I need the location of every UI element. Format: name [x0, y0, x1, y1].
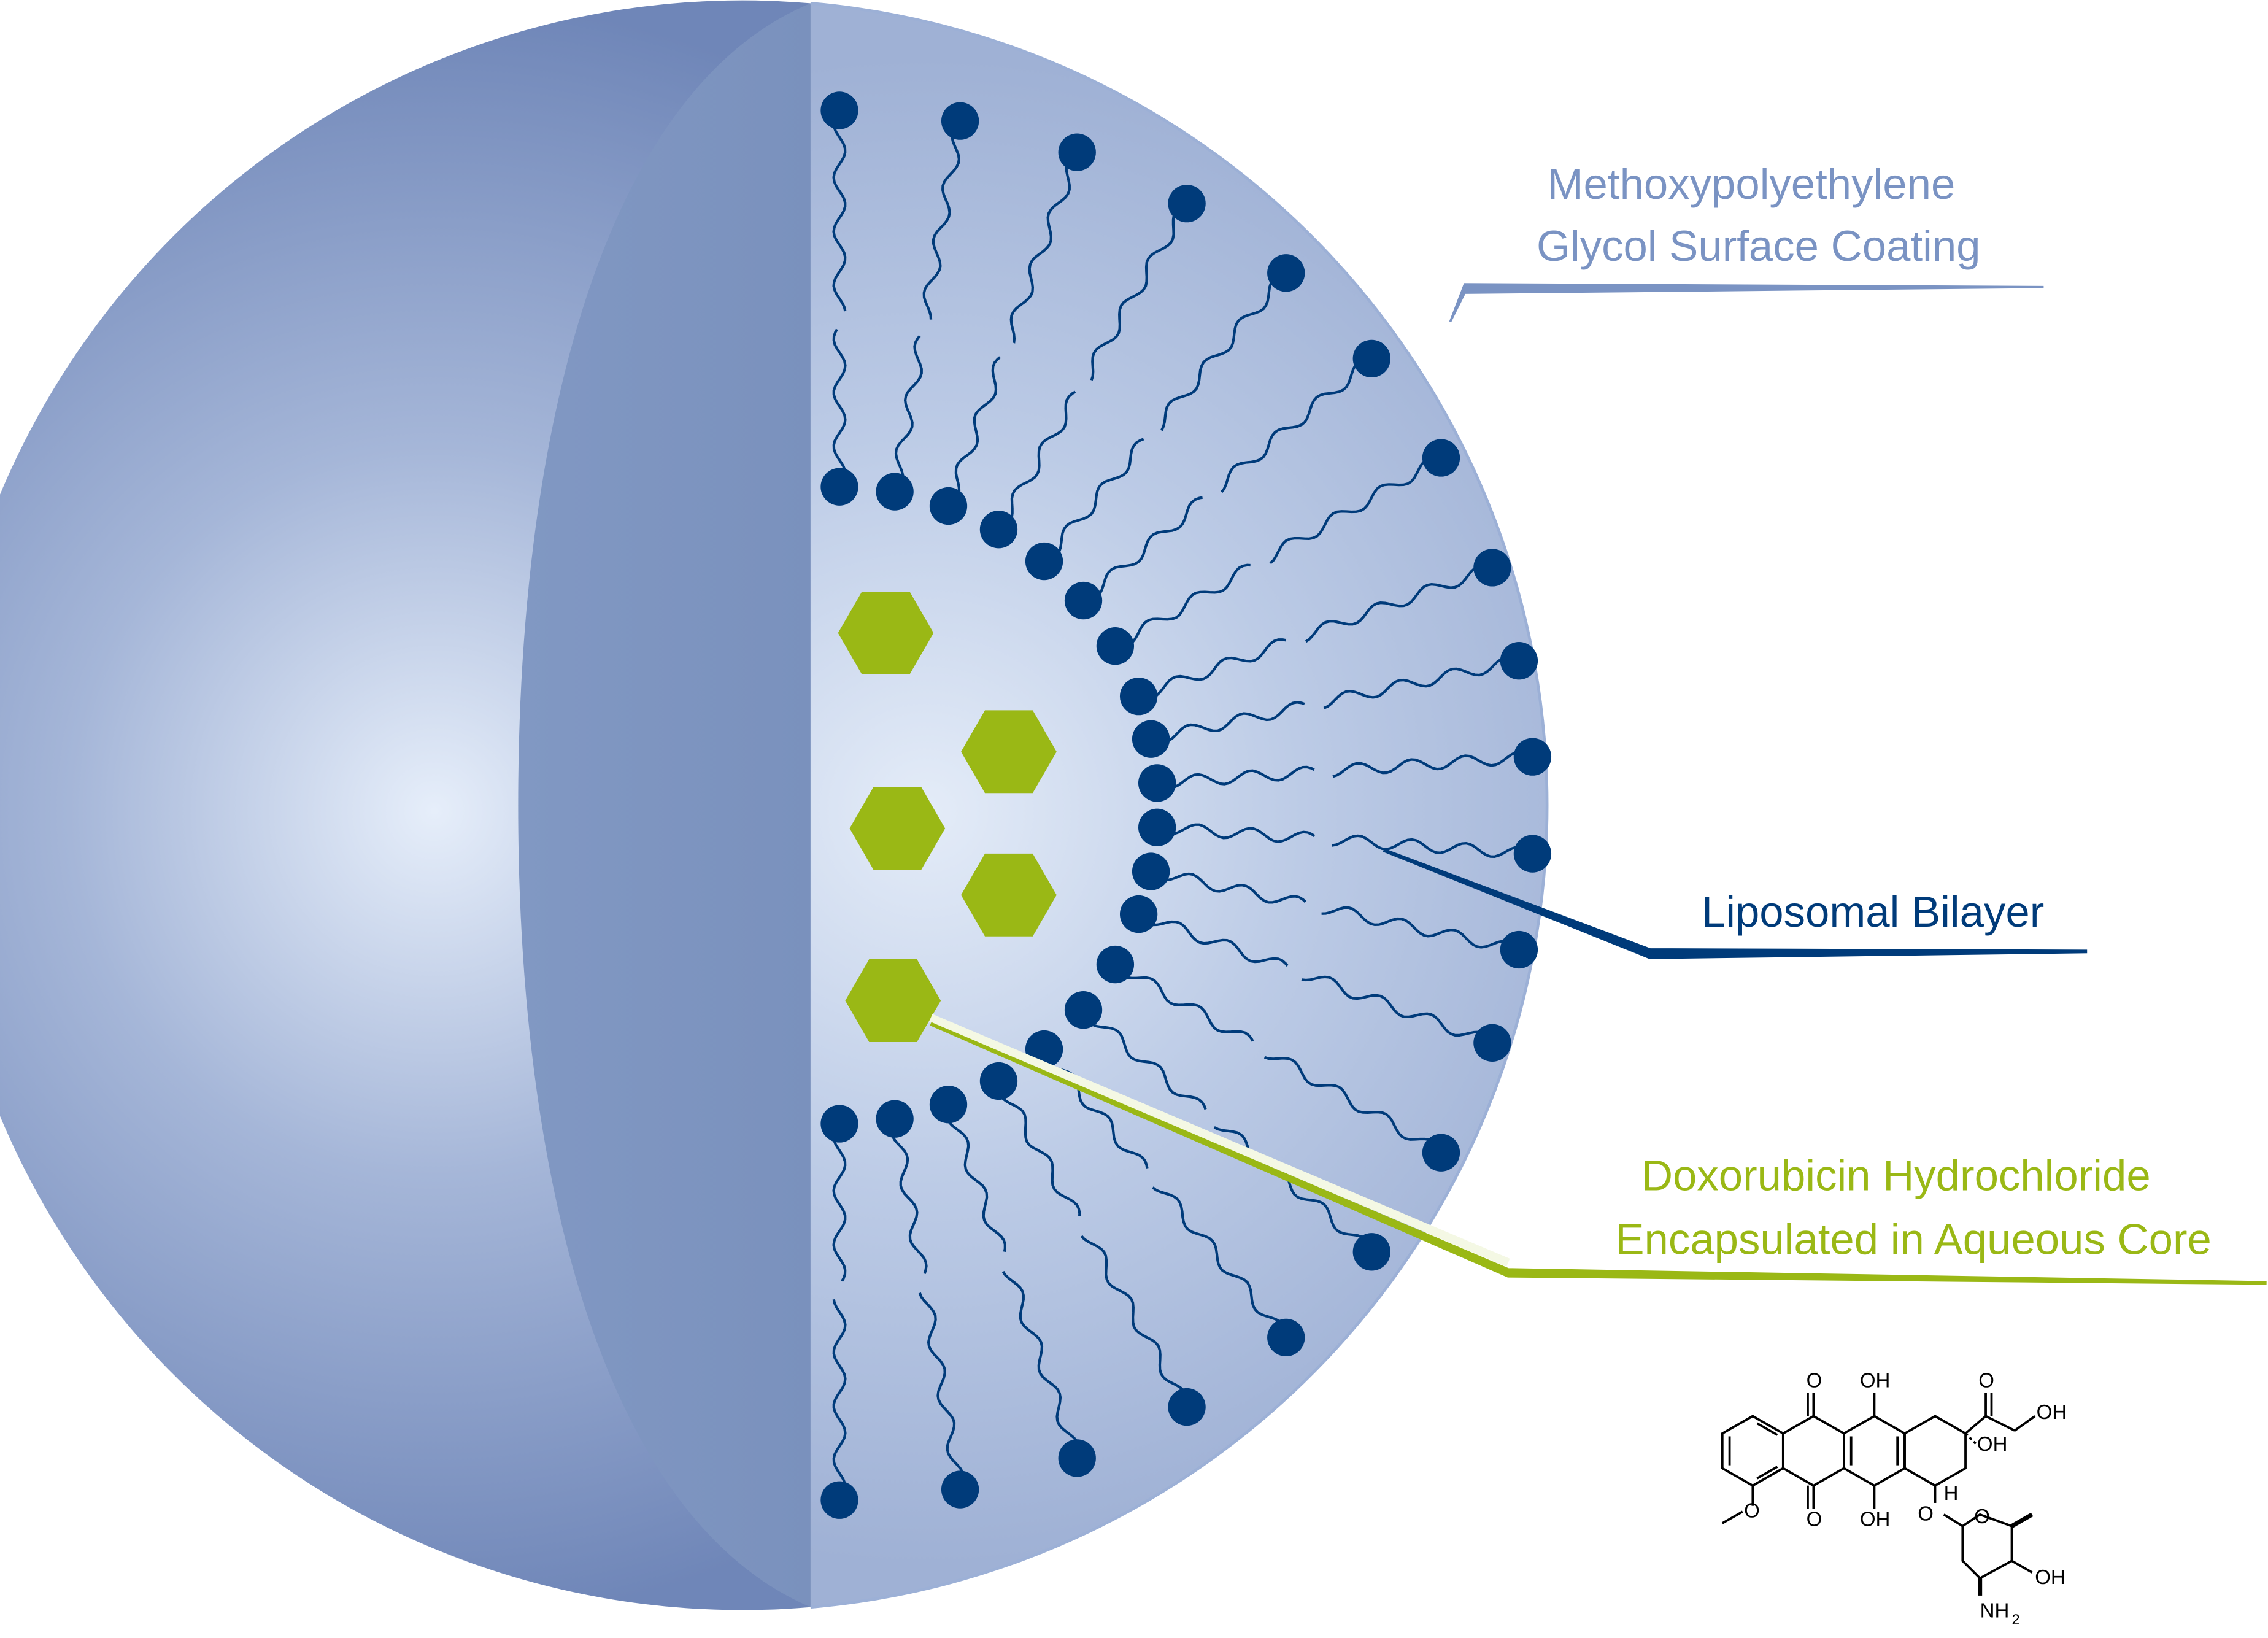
lipid-tail: [1115, 456, 1441, 648]
lipid-tail: [1083, 357, 1372, 602]
atom-label: NH: [1980, 1599, 2010, 1621]
atom-label: OH: [2035, 1566, 2066, 1588]
lipid-head: [1064, 581, 1103, 620]
lipid-head: [1267, 254, 1305, 292]
lipid-tail: [832, 109, 847, 488]
lipid-head: [1168, 184, 1206, 223]
atom-label: 2: [2012, 1612, 2020, 1628]
lipid-head: [1267, 1318, 1305, 1357]
peg-label-line1: Methoxypolyethylene: [1548, 160, 1956, 208]
lipid-tail: [998, 202, 1188, 531]
atom-label: O: [1744, 1499, 1760, 1522]
drug-label-line2: Encapsulated in Aqueous Core: [1615, 1215, 2212, 1263]
lipid-tail: [1082, 1009, 1373, 1253]
lipid-tail: [997, 1081, 1189, 1407]
lipid-head: [1473, 549, 1511, 587]
lipid-tail: [1114, 964, 1443, 1154]
lipid-tail: [947, 151, 1078, 508]
atom-label: O: [1978, 1369, 1994, 1391]
lipid-head: [1422, 1134, 1460, 1172]
lipid-head: [876, 473, 914, 511]
lipid-head: [1096, 627, 1135, 665]
lipid-tail: [890, 1118, 965, 1490]
lipid-bilayer-chains: [820, 91, 1552, 1519]
lipid-tail: [1150, 870, 1520, 951]
peg-leader-line: [1449, 283, 2044, 323]
bilayer-label: Liposomal Bilayer: [1702, 887, 2044, 936]
lipid-head: [1058, 133, 1096, 171]
atom-label: OH: [1977, 1432, 2008, 1455]
atom-label: OH: [1860, 1508, 1891, 1531]
lipid-head: [1058, 1439, 1096, 1477]
lipid-tail: [1150, 656, 1520, 744]
drug-leader-line-highlight: [928, 1014, 1510, 1267]
lipid-head: [941, 102, 979, 140]
lipid-tail: [1156, 751, 1533, 789]
doxorubicin-hexagon: [849, 787, 946, 870]
lipid-head: [1422, 439, 1460, 477]
lipid-head: [1352, 1233, 1390, 1271]
atom-label: OH: [1860, 1369, 1891, 1391]
atom-label: O: [1974, 1505, 1990, 1528]
atom-label: O: [1918, 1502, 1934, 1524]
lipid-tail: [945, 1104, 1081, 1459]
lipid-head: [929, 1086, 968, 1124]
lipid-head: [1500, 642, 1538, 680]
lipid-head: [1096, 945, 1135, 984]
lipid-tail: [1156, 823, 1533, 858]
drug-label-line1: Doxorubicin Hydrochloride: [1641, 1151, 2151, 1199]
lipid-head: [1138, 808, 1176, 846]
lipid-head: [1138, 764, 1176, 802]
lipid-head: [1473, 1024, 1511, 1062]
lipid-head: [1119, 895, 1158, 933]
peg-label-line2: Glycol Surface Coating: [1537, 222, 1981, 270]
doxorubicin-atom-labels: O OH O OH OH O O OH H O O OH NH 2: [1744, 1369, 2067, 1628]
doxorubicin-hexagon: [961, 853, 1057, 937]
atom-label: O: [1807, 1508, 1822, 1531]
sphere-outline: [810, 2, 1549, 1609]
atom-label: H: [1944, 1482, 1959, 1504]
lipid-head: [929, 487, 968, 525]
drug-leader-line: [930, 1022, 2267, 1285]
liposome-shell-band: [518, 3, 811, 1607]
lipid-head: [979, 511, 1018, 549]
lipid-head: [1025, 542, 1063, 581]
lipid-head: [1513, 835, 1552, 873]
lipid-head: [820, 91, 858, 129]
lipid-tail: [1043, 271, 1287, 563]
lipid-tail: [832, 1122, 847, 1501]
lipid-head: [1132, 720, 1170, 758]
lipid-head: [820, 1481, 858, 1519]
lipid-tail: [893, 120, 962, 493]
lipid-head: [820, 1105, 858, 1143]
atom-label: O: [1807, 1369, 1822, 1391]
lipid-head: [1132, 852, 1170, 890]
doxorubicin-hexagon: [961, 710, 1057, 794]
doxorubicin-hexagon: [838, 591, 934, 674]
lipid-head: [1119, 677, 1158, 716]
doxorubicin-molecules: [838, 591, 1057, 1042]
bilayer-leader-line: [1383, 848, 2088, 959]
lipid-head: [1513, 738, 1552, 776]
lipid-head: [1168, 1388, 1206, 1426]
lipid-head: [1064, 991, 1103, 1029]
doxorubicin-hexagon: [845, 959, 941, 1042]
atom-label: OH: [2037, 1400, 2067, 1423]
lipid-tail: [1138, 565, 1493, 700]
lipid-head: [1352, 339, 1390, 378]
lipid-head: [820, 468, 858, 506]
lipid-tail: [1043, 1049, 1287, 1338]
lipid-head: [876, 1100, 914, 1138]
lipid-head: [941, 1470, 979, 1509]
lipid-head: [1500, 930, 1538, 969]
lipid-head: [979, 1062, 1018, 1100]
doxorubicin-structure: [1721, 1393, 2036, 1596]
lipid-tail: [1137, 913, 1494, 1044]
